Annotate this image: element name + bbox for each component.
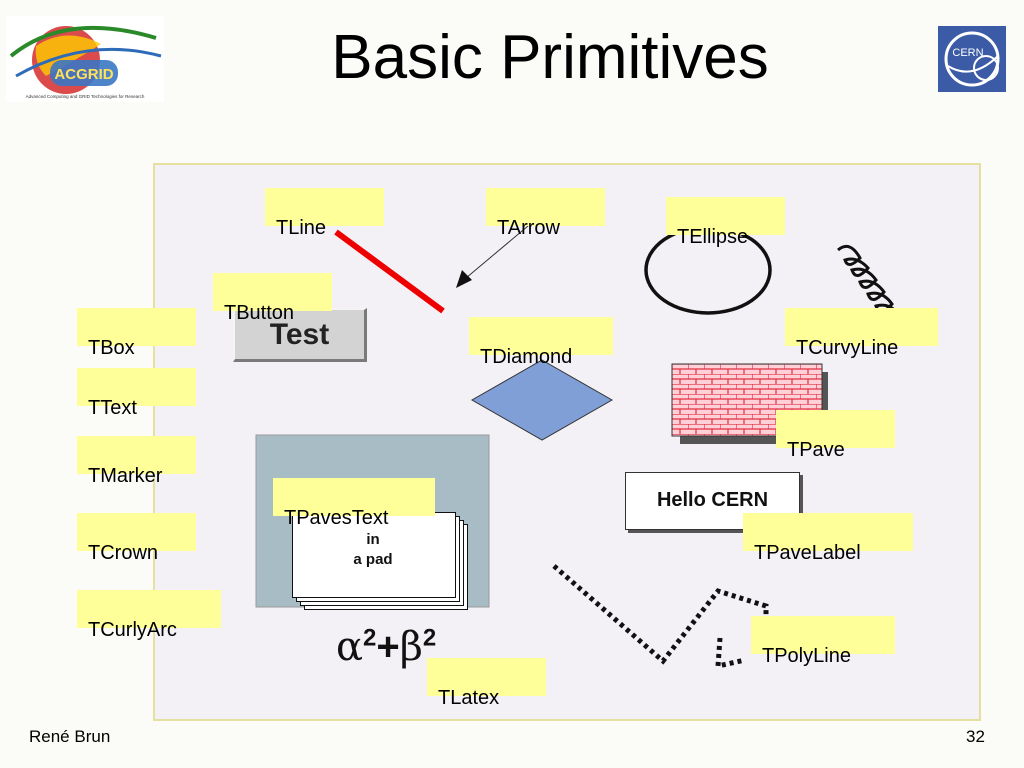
tpavestext-sample-text: in a pad [292, 512, 454, 570]
latex-alpha: α [336, 624, 364, 670]
label-tpolyline: TPolyLine [751, 616, 895, 667]
page-number: 32 [966, 727, 985, 746]
label-tline: TLine [265, 188, 384, 239]
tcrown-curlyarc-dots [715, 637, 746, 670]
slide-title: Basic Primitives [331, 23, 769, 92]
tbutton-sample[interactable]: Test [233, 308, 367, 362]
latex-alpha-exp: 2 [363, 624, 377, 652]
label-tdiamond: TDiamond [469, 317, 613, 368]
tarrow-sample-shaft [465, 225, 529, 279]
tline-sample [334, 229, 445, 314]
label-ttext: TText [77, 368, 196, 419]
label-tpavestext: TPavesText [273, 478, 435, 529]
latex-beta-exp: 2 [422, 624, 437, 652]
latex-plus: + [376, 625, 400, 669]
label-tcurlyarc: TCurlyArc [77, 590, 221, 641]
acgrid-logo-text: ACGRID [54, 66, 113, 83]
cern-logo: CERN [938, 26, 1006, 92]
tpolyline-sample [552, 564, 769, 665]
footer-author: René Brun [29, 727, 111, 746]
tpavestext-line-2: a pad [353, 551, 393, 568]
label-tbutton: TButton [213, 273, 332, 324]
label-tellipse: TEllipse [666, 197, 785, 248]
tarrow-sample-head [456, 270, 472, 288]
acgrid-logo: ACGRID Advanced Computing and GRID Techn… [6, 16, 164, 102]
label-tmarker: TMarker [77, 436, 196, 487]
acgrid-logo-caption: Advanced Computing and GRID Technologies… [26, 94, 145, 99]
tpavestext-line-1: in [366, 531, 380, 548]
latex-beta: β [399, 624, 423, 670]
label-tlatex: TLatex [427, 658, 546, 709]
tdiamond-sample [470, 359, 614, 441]
tlatex-sample: α2+β2 [336, 624, 436, 670]
label-tpavelabel: TPaveLabel [743, 513, 913, 564]
label-tcurvyline: TCurvyLine [785, 308, 938, 359]
label-tpave: TPave [776, 410, 895, 461]
tcurvyline-sample [837, 244, 902, 325]
label-tbox: TBox [77, 308, 196, 359]
cern-logo-text: CERN [952, 47, 983, 59]
label-tarrow: TArrow [486, 188, 605, 239]
label-tcrown: TCrown [77, 513, 196, 564]
